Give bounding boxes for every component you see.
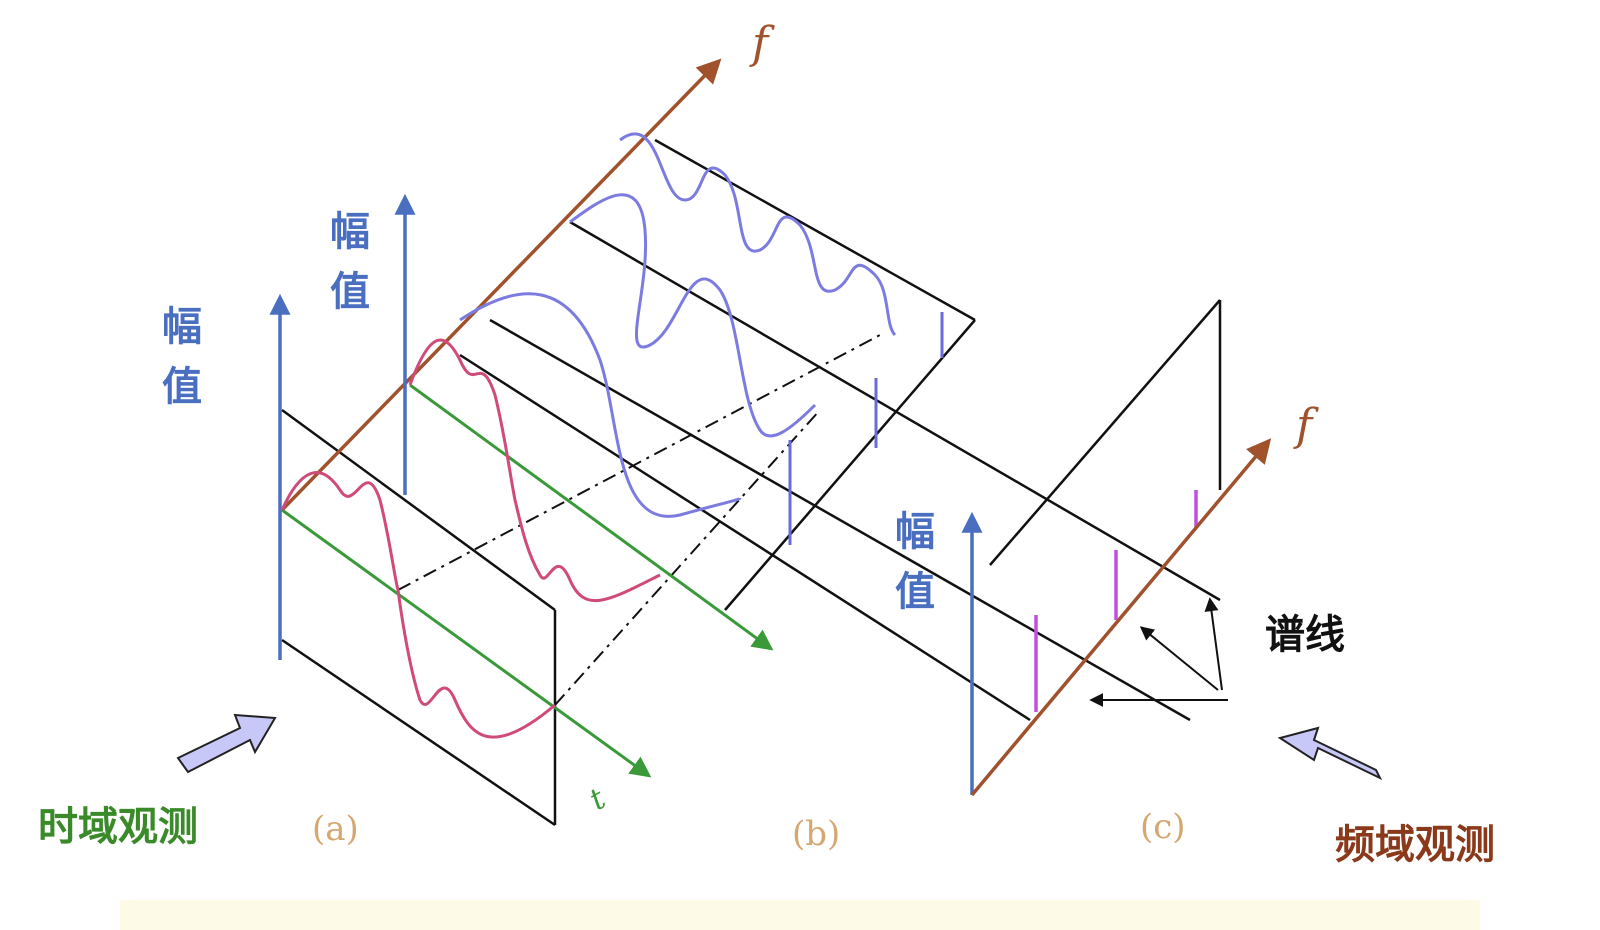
- amplitude-label-c-top: 幅: [895, 509, 935, 555]
- time-observation-arrow-icon: [176, 713, 277, 774]
- spectral-line-pointers: [1089, 597, 1228, 707]
- amplitude-axes: [269, 193, 983, 795]
- amplitude-label-b-top: 幅: [330, 209, 370, 255]
- panel-label-b: (b): [792, 814, 840, 854]
- projection-lines: [397, 334, 881, 706]
- high-freq-component-curve: [619, 132, 897, 337]
- mid-freq-component-curve: [569, 193, 817, 438]
- composite-signal-curve-2: [408, 338, 661, 603]
- t-axis-label: t: [584, 781, 613, 818]
- amplitude-label-a-top: 幅: [162, 304, 202, 350]
- f-axis-label-right: f: [1293, 400, 1319, 451]
- panel-label-a: (a): [312, 809, 359, 849]
- f-axis-label-top: f: [749, 18, 775, 69]
- spectral-lines-pink: [1034, 490, 1198, 712]
- spectral-lines-blue: [788, 312, 944, 545]
- time-axes: [281, 383, 774, 778]
- low-freq-component-curve: [459, 292, 742, 518]
- composite-signal-curve: [280, 471, 556, 739]
- bottom-highlight-band: [120, 900, 1480, 930]
- frequency-axis-right: [970, 438, 1272, 797]
- freq-observation-arrow-icon: [1277, 726, 1383, 781]
- amplitude-label-a-bottom: 值: [162, 364, 202, 410]
- spectral-lines-label: 谱线: [1265, 612, 1345, 658]
- amplitude-label-c-bottom: 值: [895, 569, 935, 615]
- freq-domain-label: 频域观测: [1335, 822, 1495, 868]
- panel-a-frame: [281, 408, 557, 827]
- panel-label-c: (c): [1140, 807, 1186, 847]
- time-domain-label: 时域观测: [38, 804, 198, 850]
- amplitude-label-b-bottom: 值: [330, 269, 370, 315]
